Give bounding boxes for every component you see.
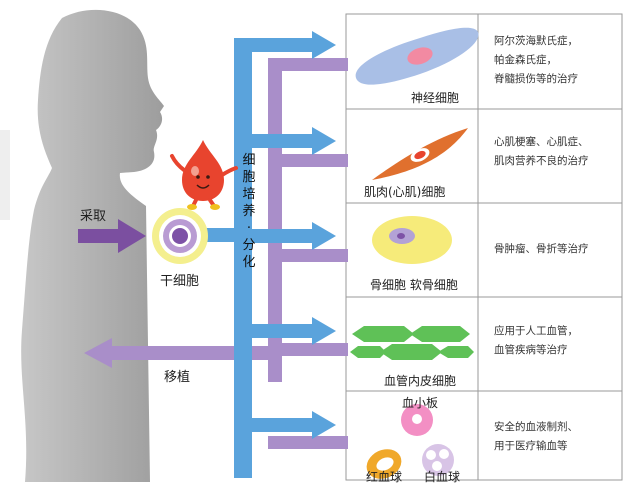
endothelial-cell-label: 血管内皮细胞	[384, 374, 457, 388]
bone-cell-icon	[372, 216, 452, 264]
stem-cell-icon	[152, 208, 208, 264]
description-line: 心肌梗塞、心肌症、	[494, 136, 589, 148]
collect-label: 采取	[80, 209, 107, 224]
process-char: 细	[242, 153, 256, 168]
human-silhouette	[0, 9, 165, 482]
process-char: 分	[242, 238, 256, 253]
nerve-cell-label: 神经细胞	[411, 91, 460, 105]
nerve-cell-description: 阿尔茨海默氏症， 帕金森氏症， 脊髓损伤等的治疗	[494, 32, 578, 89]
bone-cell-description: 骨肿瘤、骨折等治疗	[494, 240, 589, 259]
description-line: 阿尔茨海默氏症，	[494, 35, 578, 47]
platelet-label: 血小板	[402, 396, 439, 410]
process-char: 培	[242, 187, 256, 202]
process-char: 化	[242, 255, 256, 270]
process-char: 养	[242, 204, 256, 219]
bone-cell-label: 骨细胞 软骨细胞	[370, 278, 458, 292]
culture-network	[204, 31, 336, 478]
white-blood-cell-label: 白血球	[424, 470, 461, 484]
platelet-icon	[401, 404, 433, 436]
blood-cell-description: 安全的血液制剂、 用于医疗输血等	[494, 418, 578, 456]
muscle-cell-label: 肌肉(心肌)细胞	[364, 185, 446, 199]
endothelial-cell-icon	[350, 326, 474, 360]
white-blood-cell-icon	[422, 444, 454, 476]
description-line: 安全的血液制剂、	[494, 421, 578, 433]
red-blood-cell-label: 红血球	[366, 470, 403, 484]
description-line: 应用于人工血管，	[494, 325, 578, 337]
description-line: 骨肿瘤、骨折等治疗	[494, 243, 589, 255]
collect-arrow	[78, 219, 146, 253]
red-blood-cell-icon	[366, 449, 402, 479]
transplant-network	[268, 58, 348, 449]
description-line: 用于医疗输血等	[494, 440, 568, 452]
description-line: 肌肉营养不良的治疗	[494, 155, 589, 167]
process-char: ·	[246, 221, 252, 236]
nerve-cell-icon	[355, 27, 479, 85]
blood-drop-mascot-icon	[170, 140, 238, 210]
endothelial-cell-description: 应用于人工血管， 血管疾病等治疗	[494, 322, 578, 360]
stem-cell-label: 干细胞	[160, 274, 200, 289]
description-line: 血管疾病等治疗	[494, 344, 568, 356]
process-char: 胞	[242, 170, 256, 185]
description-line: 帕金森氏症，	[494, 54, 557, 66]
description-line: 脊髓损伤等的治疗	[494, 73, 578, 85]
muscle-cell-icon	[372, 128, 468, 180]
culture-differentiation-label: 细 胞 培 养 · 分 化	[241, 152, 257, 271]
transplant-label: 移植	[164, 370, 191, 385]
muscle-cell-description: 心肌梗塞、心肌症、 肌肉营养不良的治疗	[494, 133, 589, 171]
